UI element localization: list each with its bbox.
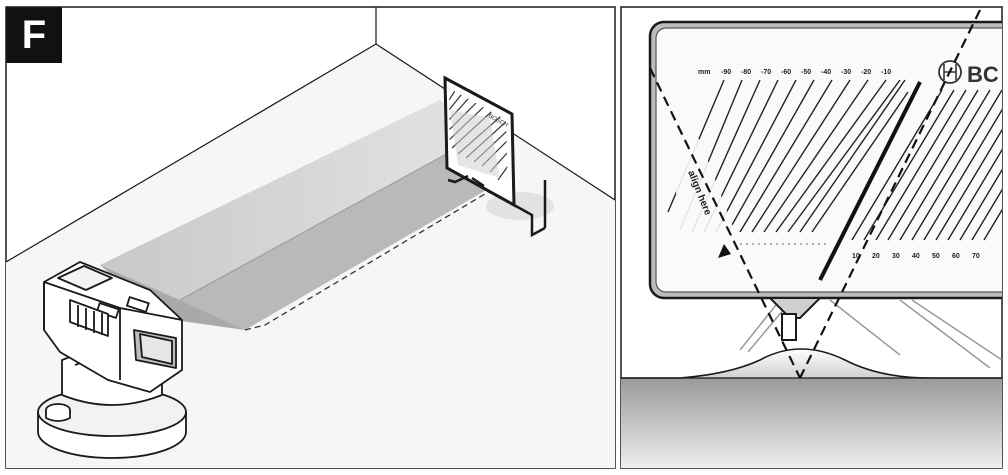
- scale-bottom-label: 60: [952, 253, 960, 260]
- center-line: [818, 81, 922, 281]
- scale-top-label: -10: [881, 69, 891, 76]
- line-laser-icon: [37, 261, 187, 459]
- scale-top-label: -70: [761, 69, 771, 76]
- scale-top-label: -50: [801, 69, 811, 76]
- logo-text: BC: [967, 62, 999, 87]
- laser-fan-lines: [649, 9, 981, 379]
- scale-top-label: -90: [721, 69, 731, 76]
- right-panel: mm -90 -80 -70 -60 -50 -40 -30 -20 -10 1…: [621, 9, 1002, 468]
- align-arrow-icon: [718, 244, 731, 258]
- bottom-scale: 10 20 30 40 50 60 70: [852, 253, 980, 260]
- scale-top-label: -40: [821, 69, 831, 76]
- scale-bottom-label: 50: [932, 253, 940, 260]
- top-scale: mm -90 -80 -70 -60 -50 -40 -30 -20 -10: [698, 69, 891, 76]
- left-panel: BOSCH: [6, 7, 615, 468]
- scale-bottom-label: 40: [912, 253, 920, 260]
- wall-floor-edge-left: [6, 43, 377, 263]
- laser-beam: [100, 100, 496, 331]
- scale-top-label: -20: [861, 69, 871, 76]
- figure-label: F: [6, 7, 62, 63]
- scale-bottom-label: 20: [872, 253, 880, 260]
- scale-bottom-label: 10: [852, 253, 860, 260]
- scale-top-label: -30: [841, 69, 851, 76]
- target-board: mm -90 -80 -70 -60 -50 -40 -30 -20 -10 1…: [648, 20, 1002, 341]
- laser-target-plate-icon: BOSCH: [443, 75, 547, 238]
- ground-mound: [621, 348, 1002, 379]
- scale-bottom-label: 70: [972, 253, 980, 260]
- scale-top-label: -80: [741, 69, 751, 76]
- ground: [621, 378, 1002, 468]
- scale-bottom-label: 30: [892, 253, 900, 260]
- scale-top-label: mm: [698, 69, 710, 76]
- scale-top-label: -60: [781, 69, 791, 76]
